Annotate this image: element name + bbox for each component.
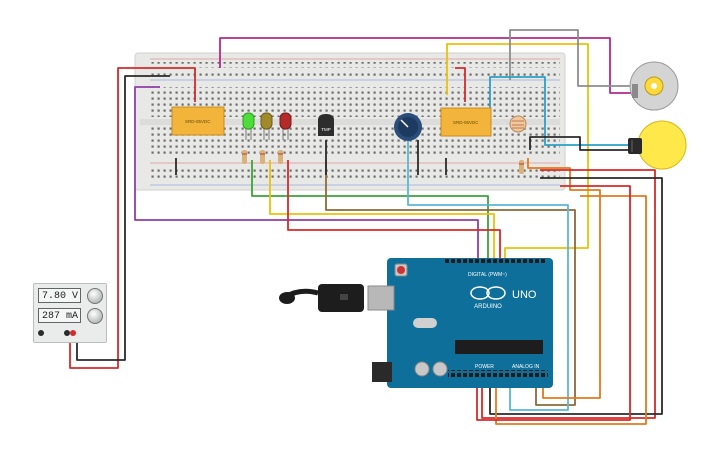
arduino-model-label: UNO bbox=[512, 289, 537, 301]
wire-black-gnd[interactable] bbox=[489, 177, 663, 415]
wire-grey-motor[interactable] bbox=[509, 29, 632, 87]
ground-terminal[interactable] bbox=[38, 330, 44, 336]
tmp-label: TMP bbox=[321, 127, 331, 132]
arduino-digital-label: DIGITAL (PWM~) bbox=[468, 272, 507, 278]
arduino-analog-label: ANALOG IN bbox=[512, 364, 540, 370]
dc-motor[interactable] bbox=[629, 61, 679, 111]
voltage-knob[interactable] bbox=[87, 288, 103, 304]
wire-blue-bulb[interactable] bbox=[489, 76, 630, 146]
wire-red-relay2[interactable] bbox=[455, 67, 466, 102]
wire-brown-tmp[interactable] bbox=[325, 160, 576, 406]
wire-psu-positive[interactable] bbox=[69, 67, 192, 369]
wire-purple[interactable] bbox=[134, 86, 479, 258]
wire-green-led[interactable] bbox=[251, 160, 489, 258]
arduino-brand-label: ARDUINO bbox=[474, 304, 502, 310]
wire-blue-pot[interactable] bbox=[407, 140, 569, 411]
wire-orange-ldr[interactable] bbox=[527, 158, 601, 399]
led-green[interactable] bbox=[242, 112, 255, 140]
negative-terminal[interactable] bbox=[64, 330, 70, 336]
wire-yellow-relay2[interactable] bbox=[446, 43, 589, 258]
photoresistor[interactable] bbox=[509, 115, 527, 133]
wire-red-5v[interactable] bbox=[481, 169, 656, 419]
voltage-display: 7.80 V bbox=[38, 288, 81, 303]
wires bbox=[69, 29, 663, 425]
potentiometer[interactable] bbox=[394, 113, 422, 141]
arduino-uno[interactable]: ARDUINO UNO DIGITAL (PWM~) POWER ANALOG … bbox=[367, 258, 553, 388]
wire-magenta[interactable] bbox=[219, 37, 632, 94]
relay-1[interactable]: SRD-05VDC bbox=[171, 106, 225, 136]
wire-yellow-led[interactable] bbox=[269, 160, 495, 258]
wire-orange-aux[interactable] bbox=[495, 195, 647, 425]
wire-red-relay1[interactable] bbox=[192, 67, 196, 102]
positive-terminal[interactable] bbox=[70, 330, 76, 336]
led-red[interactable] bbox=[279, 112, 292, 140]
relay-2[interactable]: SRD-05VDC bbox=[440, 107, 492, 137]
led-yellow[interactable] bbox=[260, 112, 273, 140]
wire-red-aux[interactable] bbox=[476, 185, 631, 421]
power-supply[interactable]: 7.80 V 287 mA bbox=[33, 283, 107, 343]
svg-text:SRD-05VDC: SRD-05VDC bbox=[185, 119, 211, 124]
wire-psu-negative[interactable] bbox=[76, 75, 170, 361]
resistors[interactable] bbox=[242, 150, 524, 174]
wire-black-bulb[interactable] bbox=[529, 136, 630, 151]
wire-red-led[interactable] bbox=[287, 160, 501, 258]
current-display: 287 mA bbox=[38, 308, 81, 323]
temperature-sensor[interactable]: TMP bbox=[318, 114, 334, 136]
usb-cable[interactable] bbox=[279, 284, 364, 312]
svg-text:SRD-05VDC: SRD-05VDC bbox=[453, 120, 479, 125]
arduino-power-label: POWER bbox=[475, 364, 494, 370]
light-bulb[interactable] bbox=[628, 120, 687, 170]
breadboard-jumpers bbox=[175, 140, 447, 175]
current-knob[interactable] bbox=[87, 308, 103, 324]
